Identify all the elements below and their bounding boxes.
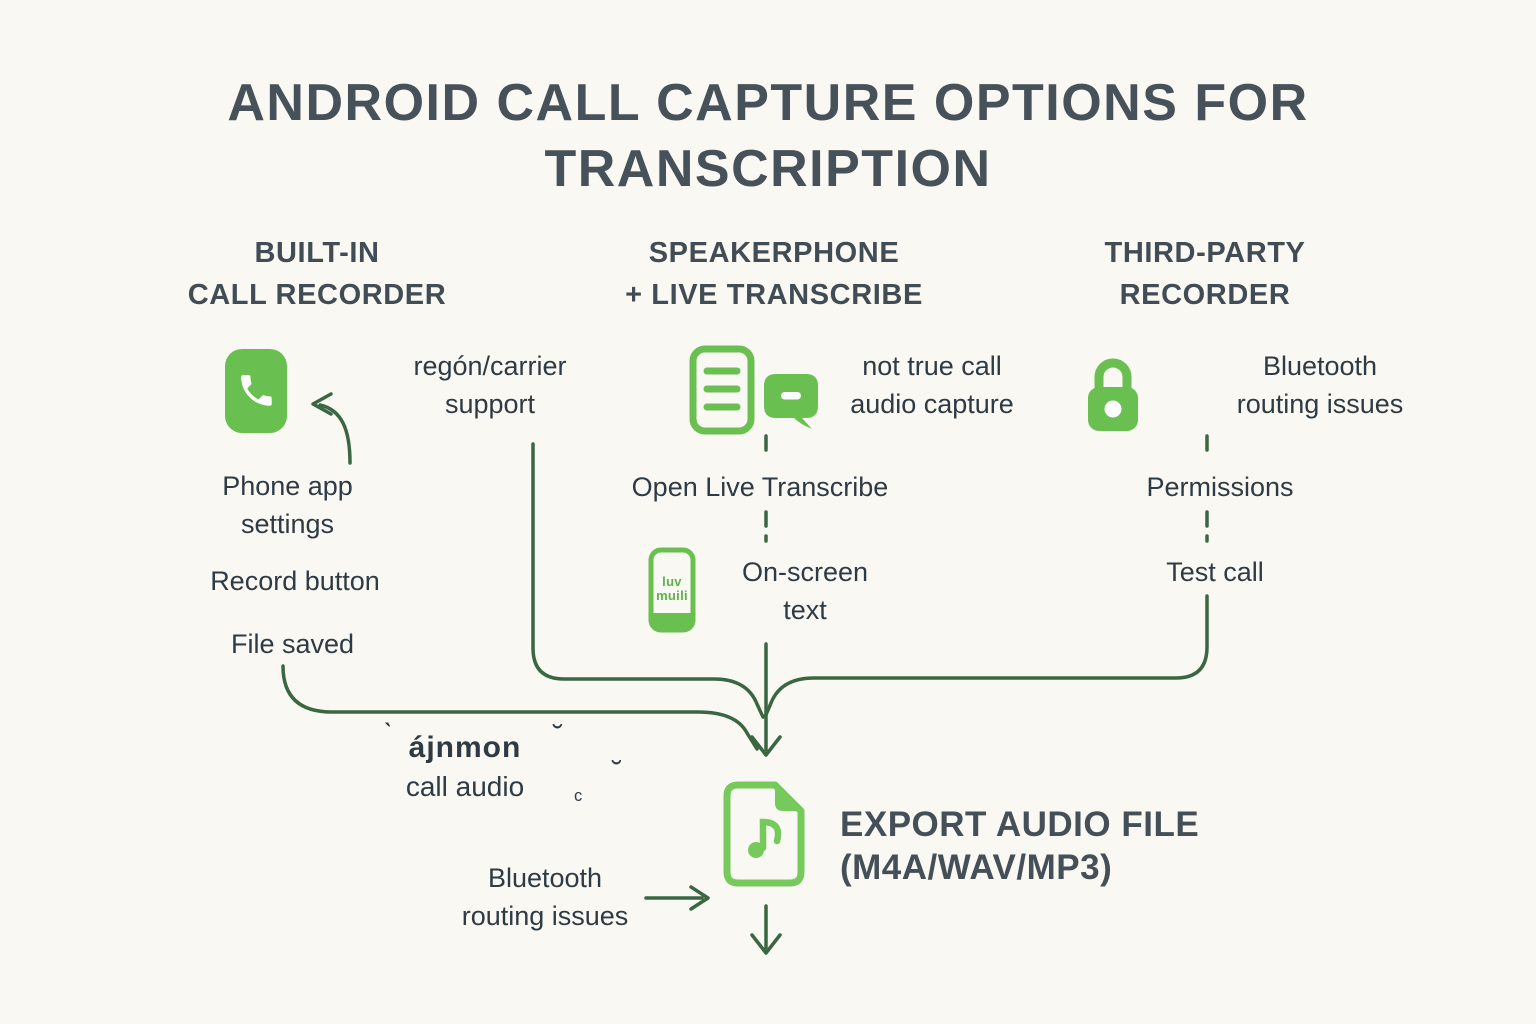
header-line: THIRD-PARTY xyxy=(1104,237,1306,269)
step-on-screen-text: On-screen text xyxy=(710,553,900,629)
note-line: routing issues xyxy=(1236,389,1404,419)
live-transcribe-screen-text: luv muili xyxy=(648,575,696,603)
note-region-carrier: regón/carrier support xyxy=(365,347,615,423)
audio-file-icon xyxy=(722,780,806,893)
decor-mark: ᶜ xyxy=(574,786,583,813)
decor-mark: ˘ xyxy=(612,756,622,789)
header-line: + LIVE TRANSCRIBE xyxy=(625,279,923,311)
export-line: (M4A/WAV/MP3) xyxy=(840,848,1113,887)
column-header-built-in: BUILT-IN CALL RECORDER xyxy=(67,232,567,316)
line-testcall-to-merge xyxy=(763,594,1209,719)
header-line: RECORDER xyxy=(1119,279,1291,311)
step-permissions: Permissions xyxy=(1146,472,1294,502)
live-transcribe-phone-icon xyxy=(648,547,696,638)
transcript-icon xyxy=(688,344,756,441)
note-line: not true call xyxy=(862,351,1002,381)
lock-icon xyxy=(1082,349,1144,438)
step-line: settings xyxy=(240,509,335,539)
arrow-to-phone-head-icon xyxy=(311,392,333,416)
export-line: EXPORT AUDIO FILE xyxy=(840,805,1200,844)
arrow-bluetooth-head-icon xyxy=(689,885,710,911)
step-record-button: Record button xyxy=(210,566,380,596)
page-title-line1: ANDROID CALL CAPTURE OPTIONS FOR xyxy=(227,74,1309,132)
column-header-speakerphone: SPEAKERPHONE + LIVE TRANSCRIBE xyxy=(524,232,1024,316)
decor-mark: ˋ xyxy=(383,718,393,751)
header-line: CALL RECORDER xyxy=(187,279,447,311)
page-title-line2: TRANSCRIPTION xyxy=(544,140,992,198)
bottom-arrowhead-icon xyxy=(750,933,782,955)
step-open-live-transcribe: Open Live Transcribe xyxy=(631,472,889,502)
line-filesaved-to-merge xyxy=(281,664,759,751)
merge-label-line2: call audio xyxy=(405,771,525,802)
step-file-saved: File saved xyxy=(230,629,355,659)
step-line: Phone app xyxy=(222,471,353,501)
footer-note-bluetooth: Bluetooth routing issues xyxy=(420,859,670,935)
note-bluetooth-routing: Bluetooth routing issues xyxy=(1190,347,1450,423)
decor-mark: ˘ xyxy=(553,720,563,753)
header-line: BUILT-IN xyxy=(254,237,380,269)
column-header-third-party: THIRD-PARTY RECORDER xyxy=(955,232,1455,316)
note-line: Bluetooth xyxy=(1262,351,1378,381)
chat-bubble-icon xyxy=(762,372,820,435)
note-line: support xyxy=(444,389,536,419)
screen-line: muili xyxy=(656,588,688,603)
note-line: Bluetooth xyxy=(487,863,603,893)
phone-icon xyxy=(225,349,287,438)
step-line: text xyxy=(783,595,827,625)
header-line: SPEAKERPHONE xyxy=(648,237,900,269)
line-region-support-to-merge xyxy=(531,442,765,719)
step-phone-app-settings: Phone app settings xyxy=(175,467,400,543)
page-title: ANDROID CALL CAPTURE OPTIONS FOR TRANSCR… xyxy=(0,70,1536,202)
step-line: On-screen xyxy=(741,557,869,587)
screen-line: luv xyxy=(662,574,682,589)
note-line: regón/carrier xyxy=(413,351,567,381)
center-arrowhead-icon xyxy=(750,735,782,757)
merge-label-line1: ájnmon xyxy=(408,731,522,764)
note-not-true-capture: not true call audio capture xyxy=(812,347,1052,423)
step-test-call: Test call xyxy=(1166,557,1264,587)
arrow-to-phone-icon xyxy=(318,403,352,465)
merge-label-call-audio: ájnmon call audio xyxy=(340,729,590,807)
export-audio-label: EXPORT AUDIO FILE (M4A/WAV/MP3) xyxy=(840,803,1199,889)
note-line: routing issues xyxy=(461,901,629,931)
note-line: audio capture xyxy=(850,389,1014,419)
